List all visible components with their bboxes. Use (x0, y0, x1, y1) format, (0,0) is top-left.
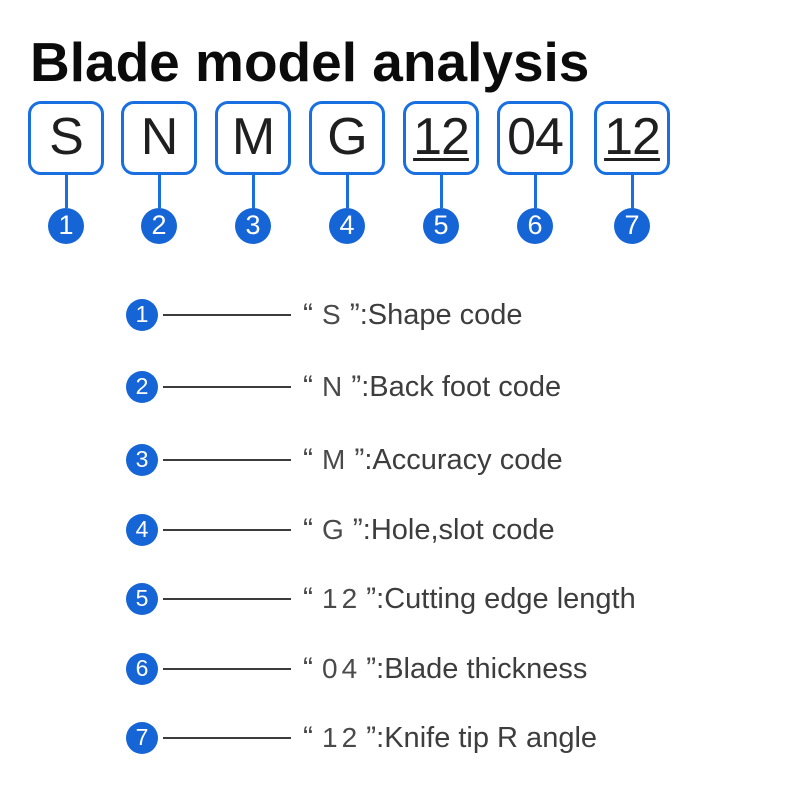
number-badge: 7 (614, 208, 650, 244)
legend-code: S (322, 299, 345, 330)
number-badge: 7 (126, 722, 158, 754)
legend-desc: Back foot code (369, 371, 562, 403)
close-quote: ” (354, 443, 365, 476)
legend-code: M (322, 444, 350, 475)
leader-line (163, 668, 291, 670)
legend-code: N (322, 371, 347, 402)
model-code-unit-1: S 1 (28, 101, 104, 244)
number-badge: 2 (141, 208, 177, 244)
number-badge: 5 (423, 208, 459, 244)
connector-line (630, 175, 634, 208)
legend-desc: Shape code (367, 299, 523, 331)
legend-code: 12 (322, 722, 362, 753)
model-code-unit-4: G 4 (309, 101, 385, 244)
connector-line (533, 175, 537, 208)
legend-desc: Accuracy code (372, 444, 563, 476)
leader-line (163, 598, 291, 600)
legend-code: 12 (322, 583, 362, 614)
legend-code: 04 (322, 653, 362, 684)
code-char: 12 (413, 108, 470, 166)
number-badge: 3 (126, 444, 158, 476)
code-char: G (327, 108, 367, 166)
number-badge: 6 (517, 208, 553, 244)
code-char: 12 (604, 108, 661, 166)
close-quote: ” (366, 652, 377, 685)
code-char: 04 (507, 108, 564, 166)
code-box: G (309, 101, 385, 175)
number-badge: 5 (126, 583, 158, 615)
legend-row-2: 2 “ N ” : Back foot code (126, 369, 561, 405)
colon: : (364, 444, 373, 476)
legend-text: “ M ” : Accuracy code (303, 445, 563, 475)
legend-text: “ 04 ” : Blade thickness (303, 654, 587, 684)
legend-desc: Knife tip R angle (384, 722, 598, 754)
code-box: M (215, 101, 291, 175)
page-title: Blade model analysis (30, 31, 590, 93)
close-quote: ” (351, 370, 362, 403)
code-box: N (121, 101, 197, 175)
leader-line (163, 529, 291, 531)
legend-text: “ G ” : Hole,slot code (303, 515, 555, 545)
model-code-unit-3: M 3 (215, 101, 291, 244)
colon: : (376, 653, 385, 685)
code-char: M (231, 108, 275, 166)
colon: : (359, 299, 368, 331)
legend-text: “ 12 ” : Knife tip R angle (303, 723, 597, 753)
connector-line (439, 175, 443, 208)
leader-line (163, 459, 291, 461)
colon: : (376, 583, 385, 615)
legend-desc: Blade thickness (384, 653, 588, 685)
leader-line (163, 737, 291, 739)
legend-desc: Cutting edge length (384, 583, 636, 615)
legend-text: “ N ” : Back foot code (303, 372, 561, 402)
number-badge: 2 (126, 371, 158, 403)
legend-row-7: 7 “ 12 ” : Knife tip R angle (126, 720, 597, 756)
leader-line (163, 314, 291, 316)
open-quote: “ (303, 298, 313, 331)
code-char: S (49, 108, 84, 166)
open-quote: “ (303, 513, 313, 546)
legend-row-6: 6 “ 04 ” : Blade thickness (126, 651, 587, 687)
open-quote: “ (303, 652, 313, 685)
code-char: N (140, 108, 179, 166)
legend-row-3: 3 “ M ” : Accuracy code (126, 442, 563, 478)
open-quote: “ (303, 721, 313, 754)
colon: : (376, 722, 385, 754)
legend-code: G (322, 514, 348, 545)
code-box: 04 (497, 101, 573, 175)
legend-desc: Hole,slot code (370, 514, 555, 546)
legend-row-5: 5 “ 12 ” : Cutting edge length (126, 581, 636, 617)
connector-line (157, 175, 161, 208)
close-quote: ” (366, 582, 377, 615)
connector-line (251, 175, 255, 208)
close-quote: ” (352, 513, 363, 546)
number-badge: 6 (126, 653, 158, 685)
legend-row-1: 1 “ S ” : Shape code (126, 297, 523, 333)
legend-text: “ 12 ” : Cutting edge length (303, 584, 636, 614)
number-badge: 1 (48, 208, 84, 244)
close-quote: ” (349, 298, 360, 331)
model-code-unit-6: 04 6 (497, 101, 573, 244)
code-box: 12 (403, 101, 479, 175)
code-box: S (28, 101, 104, 175)
colon: : (361, 371, 370, 403)
legend-row-4: 4 “ G ” : Hole,slot code (126, 512, 555, 548)
number-badge: 1 (126, 299, 158, 331)
code-box: 12 (594, 101, 670, 175)
connector-line (64, 175, 68, 208)
open-quote: “ (303, 582, 313, 615)
legend-text: “ S ” : Shape code (303, 300, 523, 330)
leader-line (163, 386, 291, 388)
open-quote: “ (303, 370, 313, 403)
number-badge: 4 (126, 514, 158, 546)
colon: : (362, 514, 371, 546)
model-code-unit-5: 12 5 (403, 101, 479, 244)
connector-line (345, 175, 349, 208)
number-badge: 3 (235, 208, 271, 244)
number-badge: 4 (329, 208, 365, 244)
model-code-unit-2: N 2 (121, 101, 197, 244)
open-quote: “ (303, 443, 313, 476)
model-code-unit-7: 12 7 (594, 101, 670, 244)
close-quote: ” (366, 721, 377, 754)
